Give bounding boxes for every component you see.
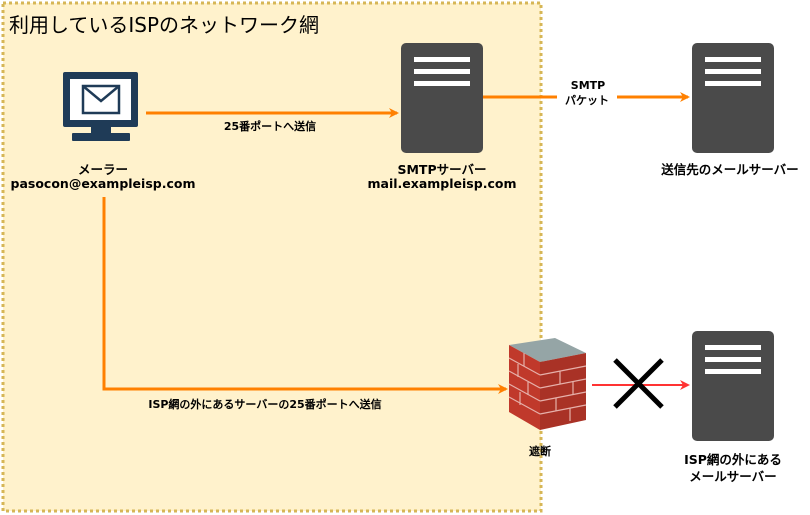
edge-label-mailer-to-firewall: ISP網の外にあるサーバーの25番ポートへ送信 — [148, 398, 382, 411]
smtp-server-label: SMTPサーバー — [397, 162, 487, 177]
outside-server-icon — [692, 331, 774, 441]
firewall-icon — [508, 338, 587, 430]
edge-label-smtp-line2: パケット — [557, 92, 617, 108]
outside-server-label-line2: メールサーバー — [689, 469, 777, 484]
destination-server-icon — [692, 43, 774, 153]
blocked-cross-icon — [613, 358, 664, 409]
edge-label-smtp-line1: SMTP — [570, 79, 606, 92]
mailer-address: pasocon@exampleisp.com — [10, 176, 196, 191]
smtp-server-icon — [401, 43, 483, 153]
outside-server-label-line1: ISP網の外にある — [684, 452, 782, 467]
computer-mail-icon — [63, 72, 138, 141]
network-title: 利用しているISPのネットワーク網 — [9, 13, 320, 37]
mailer-label: メーラー — [77, 162, 128, 177]
edge-label-mailer-to-smtp: 25番ポートへ送信 — [223, 120, 317, 133]
destination-server-label: 送信先のメールサーバー — [661, 162, 799, 177]
firewall-label: 遮断 — [529, 445, 551, 458]
smtp-server-host: mail.exampleisp.com — [367, 176, 517, 191]
edge-mailer-to-firewall — [102, 197, 508, 394]
